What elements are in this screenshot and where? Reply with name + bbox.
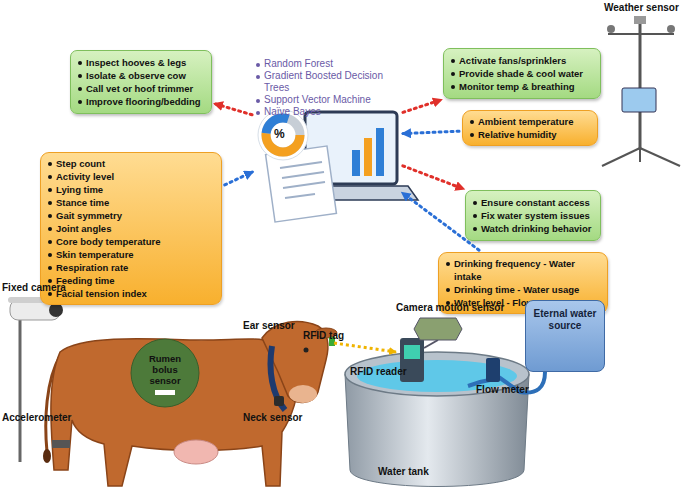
laptop-illustration [266,118,300,152]
laptop-illustration [282,172,324,178]
laptop-illustration [364,138,372,176]
bullet-item: Gait symmetry [47,209,215,222]
cow-illustration [52,440,70,448]
bullet-item: Respiration rate [47,261,215,274]
bullet-item: Relative humidity [469,128,591,141]
rfid-signal [334,343,396,352]
weather-sensor [667,25,675,33]
cow-illustration [43,322,337,486]
action-box: Inspect hooves & legsIsolate & observe c… [70,50,212,114]
dotted-arrow [403,166,464,189]
water-tank [414,318,462,340]
weather-sensor [639,148,641,162]
weather-sensor [639,20,642,150]
node-text: Rumen bolus sensor [139,353,191,386]
laptop-illustration [280,162,322,168]
bullet-item: Gradient Boosted Decision Trees [255,70,400,94]
laptop-illustration [283,182,325,188]
laptop-illustration [352,150,360,176]
part-label: Neck sensor [243,412,302,424]
action-box: Activate fans/sprinklersProvide shade & … [443,48,601,99]
bullet-item: Activate fans/sprinklers [450,54,594,67]
cow-illustration [274,396,284,406]
laptop-illustration [258,110,418,222]
laptop-illustration [258,110,308,160]
dotted-arrow [403,100,441,113]
cow-illustration [174,440,218,464]
bullet-item: Activity level [47,170,215,183]
dotted-arrow [215,104,252,115]
bullet-item: Drinking time - Water usage [445,283,601,296]
laptop-illustration [266,118,300,152]
bullet-item: Random Forest [255,58,400,70]
weather-sensor [640,148,680,166]
chart-symbol: % [274,128,285,140]
rfid-signal [334,343,396,352]
bullet-item: Ensure constant access [472,196,594,209]
action-box: Ensure constant accessFix water system i… [465,190,601,241]
water-tank [345,352,529,396]
bullet-item: Stance time [47,196,215,209]
part-label: Fixed camera [2,282,66,294]
water-tank [424,340,438,348]
bullet-item: Ambient temperature [469,115,591,128]
bullet-item: Naïve Bayes [255,106,400,118]
bullet-item: Improve flooring/bedding [77,95,205,108]
bullet-item: Joint angles [47,222,215,235]
water-source-box: Eternal water source [525,300,605,372]
part-label: Ear sensor [243,320,295,332]
fixed-camera [49,303,63,317]
cow-illustration [304,348,309,353]
water-tank [345,318,529,487]
weather-sensor [634,16,646,24]
part-label: Camera motion sensor [396,302,504,314]
dotted-arrow [403,131,459,133]
bullet-item: Support Vector Machine [255,94,400,106]
bullet-item: Drinking frequency - Water intake [445,257,601,283]
bullet-item: Isolate & observe cow [77,69,205,82]
fixed-camera [19,320,22,462]
bullet-item: Step count [47,157,215,170]
water-tank [404,345,420,359]
bullet-item: Provide shade & cool water [450,67,594,80]
water-pipe [486,358,500,382]
bullet-item: Feeding time [47,274,215,287]
laptop-illustration [266,118,300,152]
weather-sensor [622,88,656,112]
part-label: RFID reader [350,366,407,378]
bullet-item: Core body temperature [47,235,215,248]
part-label: Weather sensor [604,2,679,14]
bullet-item: Watch drinking behavior [472,222,594,235]
input-box: Ambient temperatureRelative humidity [462,110,598,146]
weather-sensor [608,33,674,35]
circle-outline [131,339,199,407]
bullet-item: Inspect hooves & legs [77,56,205,69]
bullet-item: Monitor temp & breathing [450,80,594,93]
bullet-item: Facial tension index [47,287,215,300]
laptop-illustration [285,194,315,198]
weather-sensor [607,25,615,33]
laptop-illustration [376,128,384,176]
bolus-symbol [155,390,175,395]
weather-sensor [602,16,680,166]
node-text: Eternal water source [530,308,600,332]
input-box: Step countActivity levelLying timeStance… [40,152,222,305]
part-label: Flow meter [476,384,529,396]
sensor-circle: Rumen bolus sensor [130,338,200,408]
weather-sensor [602,148,640,166]
cow-illustration [289,385,317,403]
bullet-item: Skin temperature [47,248,215,261]
part-label: Accelerometer [2,412,71,424]
bullet-item: Fix water system issues [472,209,594,222]
dotted-arrow [225,172,253,185]
part-label: RFID tag [303,330,344,342]
bullet-item: Call vet or hoof trimmer [77,82,205,95]
bullet-item: Lying time [47,183,215,196]
part-label: Water tank [378,466,429,478]
cow-illustration [43,449,51,463]
cow-illustration [271,346,285,410]
